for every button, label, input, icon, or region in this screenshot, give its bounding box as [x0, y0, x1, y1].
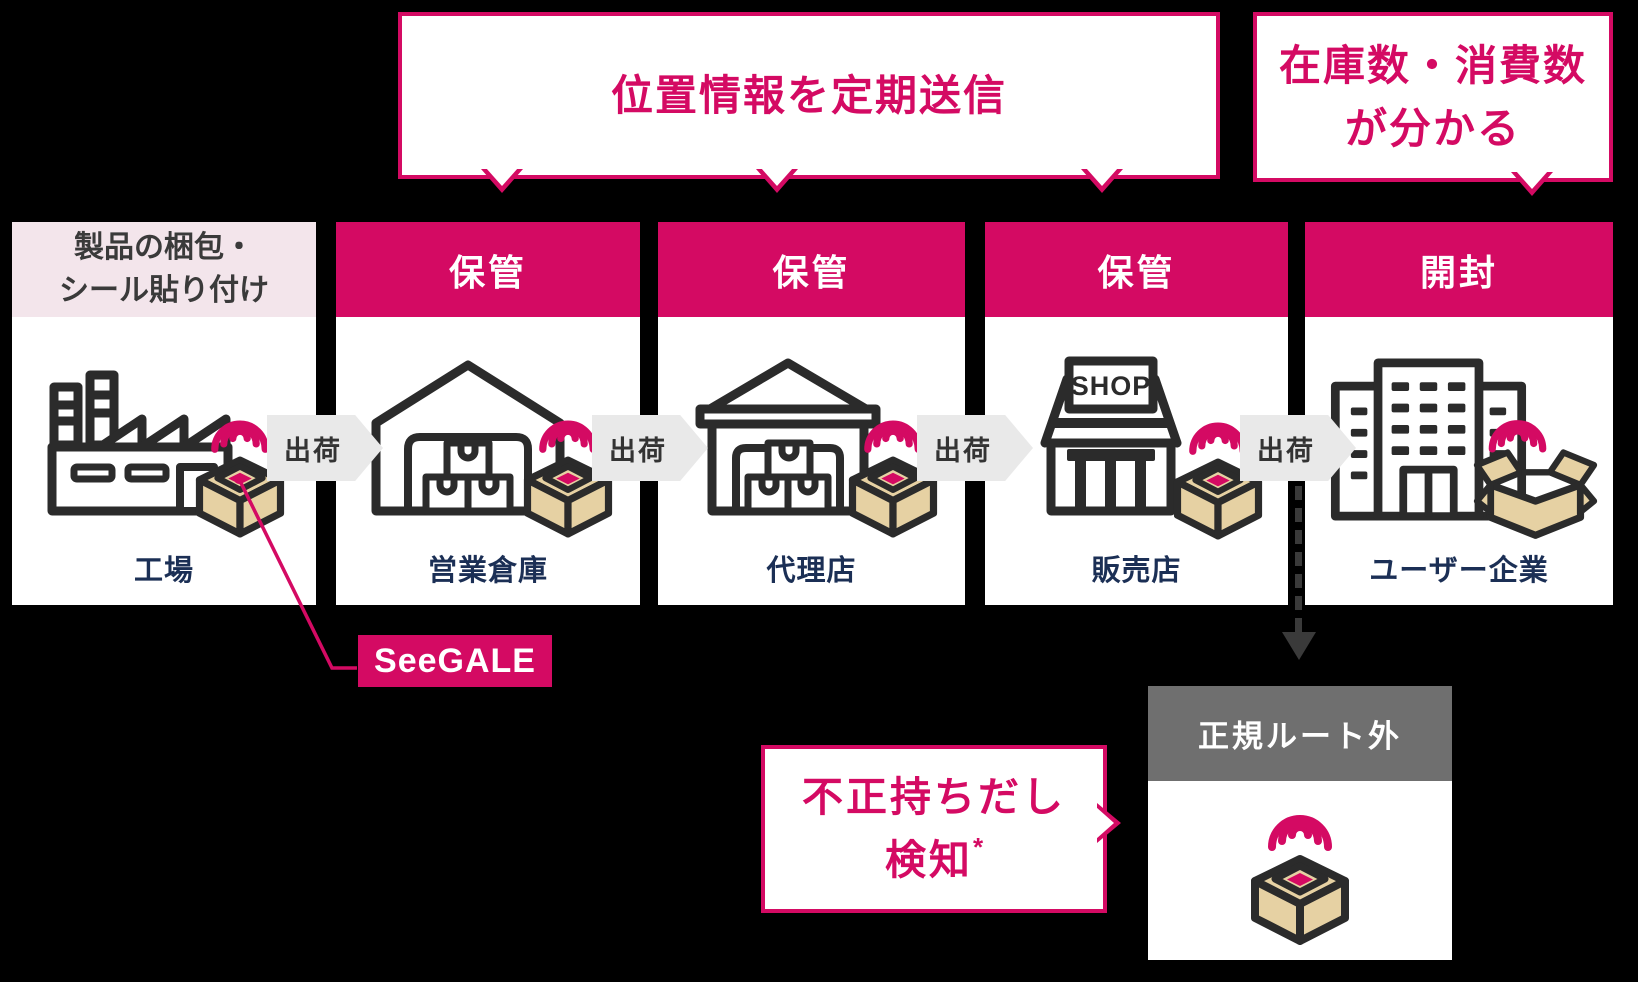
stage-factory: 製品の梱包・ シール貼り付け [12, 222, 316, 605]
stage-factory-header: 製品の梱包・ シール貼り付け [12, 222, 316, 317]
wifi-signal-icon [211, 420, 269, 453]
stage-sales-warehouse-header: 保管 [336, 222, 640, 317]
wifi-signal-icon [1488, 420, 1547, 453]
distributor-warehouse-icon [695, 358, 881, 516]
stage-factory-header-line1: 製品の梱包・ [74, 230, 254, 264]
stage-header-text: 保管 [448, 251, 527, 293]
wifi-signal-icon [864, 420, 922, 453]
open-box-wifi-icon [1473, 420, 1598, 539]
callout-pointer [1081, 168, 1123, 193]
callout-location-text: 位置情報を定期送信 [610, 72, 1007, 119]
stage-factory-header-line2: シール貼り付け [59, 273, 269, 307]
shop-sign-text: SHOP [1071, 371, 1152, 401]
stage-retailer: 保管 SHOP [985, 222, 1288, 605]
warehouse-icon [371, 360, 565, 516]
footnote-marker: * [972, 832, 984, 862]
stage-header-text: 開封 [1419, 251, 1498, 293]
shop-icon: SHOP [1040, 356, 1182, 516]
callout-location-broadcast: 位置情報を定期送信 [398, 12, 1220, 193]
callout-pointer [756, 168, 798, 193]
wifi-signal-icon [1189, 422, 1247, 455]
stage-user-company-header: 開封 [1305, 222, 1613, 317]
shipping-arrow: 出荷 [917, 415, 1033, 481]
shipping-arrow-label: 出荷 [934, 435, 992, 466]
detection-line1: 不正持ちだし [802, 773, 1066, 820]
wifi-signal-icon [1268, 815, 1332, 851]
callout-pointer [1511, 171, 1553, 196]
callout-inventory-line1: 在庫数・消費数 [1278, 42, 1587, 89]
stage-distributor-label: 代理店 [766, 555, 857, 587]
stage-distributor-body: 代理店 [658, 317, 965, 605]
seegale-label-box: SeeGALE [358, 635, 552, 687]
stage-retailer-label: 販売店 [1091, 555, 1182, 587]
shipping-arrow-label: 出荷 [1257, 435, 1315, 466]
diversion-arrow-head [1282, 632, 1316, 660]
stage-retailer-header: 保管 [985, 222, 1288, 317]
callout-pointer [1096, 803, 1121, 843]
factory-icon [47, 370, 233, 516]
stage-user-company: 開封 [1305, 222, 1613, 605]
offroute-header: 正規ルート外 [1148, 686, 1452, 781]
callout-inventory-line2: が分かる [1344, 105, 1521, 152]
stage-user-company-label: ユーザー企業 [1369, 555, 1549, 587]
stage-distributor: 保管 [658, 222, 965, 605]
stage-distributor-header: 保管 [658, 222, 965, 317]
detection-line2: 検知* [884, 832, 984, 883]
shipping-arrow: 出荷 [592, 415, 708, 481]
wifi-signal-icon [539, 420, 597, 453]
callout-inventory: 在庫数・消費数 が分かる [1253, 12, 1613, 196]
tagged-box-wifi-icon [848, 420, 938, 538]
seegale-label-text: SeeGALE [374, 641, 536, 680]
tagged-box-wifi-icon [1251, 815, 1349, 945]
stage-factory-label: 工場 [133, 555, 194, 587]
stage-retailer-body: SHOP 販売店 [985, 317, 1288, 605]
callout-theft-detection: 不正持ちだし 検知* [761, 745, 1121, 913]
stage-header-text: 保管 [772, 251, 851, 293]
shipping-arrow: 出荷 [267, 415, 383, 481]
office-building-icon [1330, 358, 1527, 521]
stage-sales-warehouse-label: 営業倉庫 [427, 555, 548, 587]
stage-header-text: 保管 [1097, 251, 1176, 293]
stage-user-company-body: ユーザー企業 [1305, 317, 1613, 605]
shipping-arrow-label: 出荷 [284, 435, 342, 466]
diversion-dashed-arrow [1295, 486, 1302, 632]
offroute-body [1148, 781, 1452, 960]
offroute-header-text: 正規ルート外 [1198, 719, 1402, 754]
stage-sales-warehouse: 保管 [336, 222, 640, 605]
callout-pointer [481, 168, 523, 193]
shipping-arrow: 出荷 [1240, 415, 1356, 481]
shipping-arrow-label: 出荷 [609, 435, 667, 466]
